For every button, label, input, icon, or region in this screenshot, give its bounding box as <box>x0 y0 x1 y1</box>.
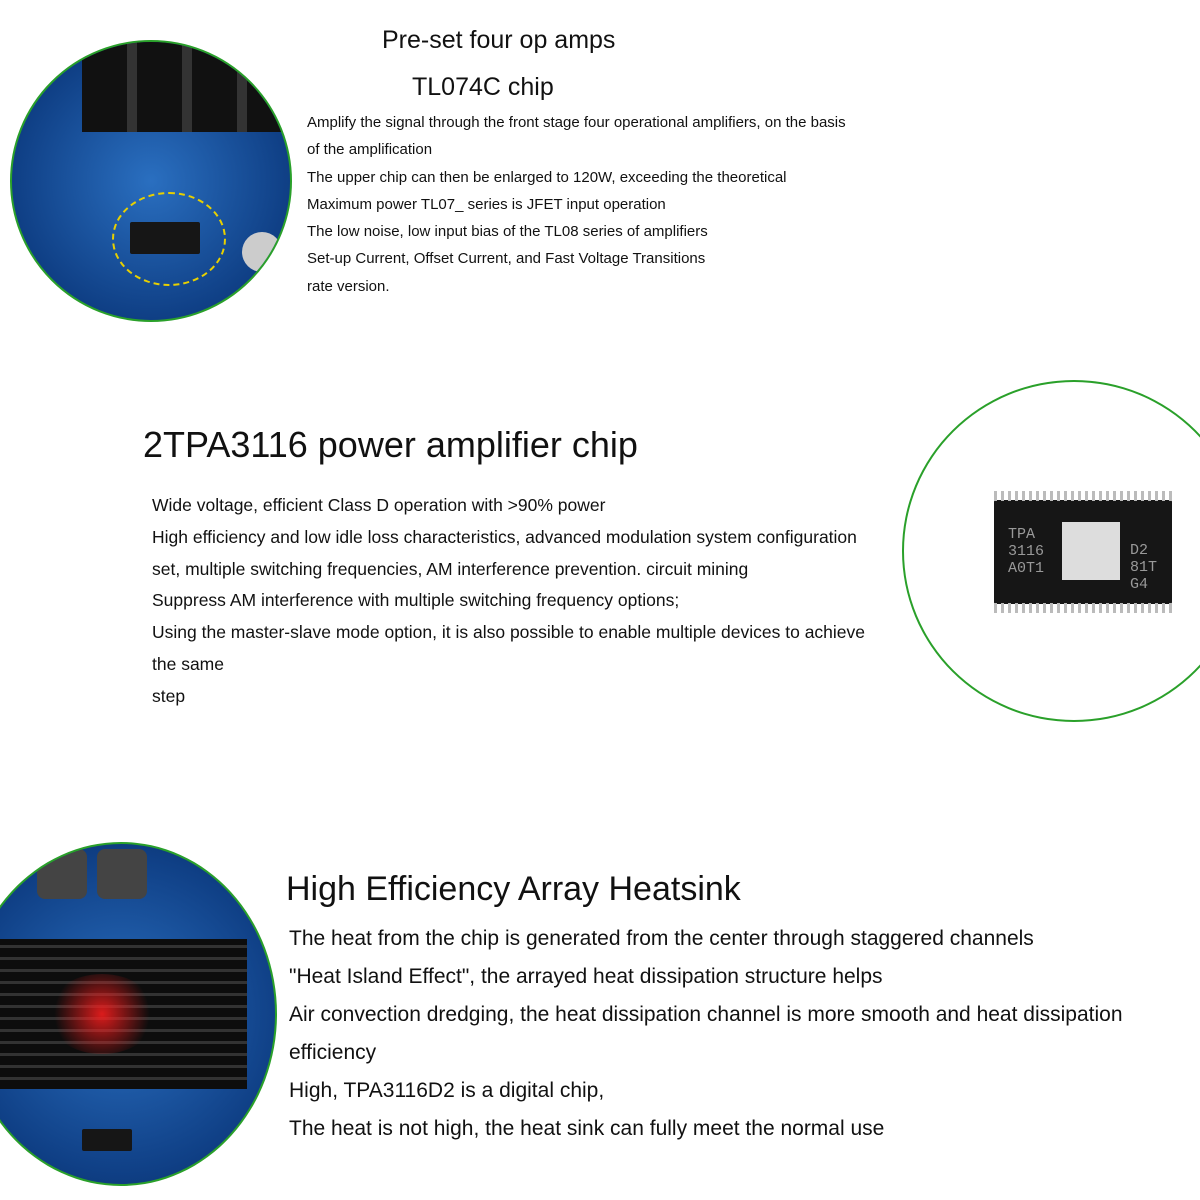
section3-title: High Efficiency Array Heatsink <box>286 870 741 908</box>
text-line: Using the master-slave mode option, it i… <box>152 622 866 643</box>
text-line: Set-up Current, Offset Current, and Fast… <box>307 250 706 268</box>
section2-body: Wide voltage, efficient Class D operatio… <box>152 490 865 713</box>
section1-body: Amplify the signal through the front sta… <box>307 109 846 300</box>
section2-title: 2TPA3116 power amplifier chip <box>143 424 638 465</box>
text-line: The upper chip can then be enlarged to 1… <box>307 168 787 186</box>
section3-body: The heat from the chip is generated from… <box>289 920 1123 1148</box>
text-line: High, TPA3116D2 is a digital chip, <box>289 1079 605 1102</box>
text-line: High efficiency and low idle loss charac… <box>152 526 857 547</box>
text-line: The low noise, low input bias of the TL0… <box>307 223 708 241</box>
text-line: set, multiple switching frequencies, AM … <box>152 558 749 579</box>
text-line: The heat from the chip is generated from… <box>289 927 1034 950</box>
text-line: Suppress AM interference with multiple s… <box>152 590 680 611</box>
tpa3116-chip-photo: TPA 3116 A0T1 D2 81T G4 <box>902 380 1200 722</box>
chip-marking: 3116 <box>1008 543 1045 560</box>
text-line: step <box>152 685 186 706</box>
chip-marking: G4 <box>1130 576 1149 593</box>
text-line: Wide voltage, efficient Class D operatio… <box>152 495 606 515</box>
text-line: Air convection dredging, the heat dissip… <box>289 1003 1123 1026</box>
text-line: efficiency <box>289 1041 377 1064</box>
chip-marking: A0T1 <box>1008 560 1045 577</box>
text-line: Amplify the signal through the front sta… <box>307 114 846 131</box>
tl074c-chip <box>130 222 200 254</box>
tl074c-board-photo <box>10 40 292 322</box>
text-line: rate version. <box>307 277 390 295</box>
text-line: The heat is not high, the heat sink can … <box>289 1117 885 1140</box>
section1-title: Pre-set four op amps <box>382 26 616 54</box>
text-line: Maximum power TL07_ series is JFET input… <box>307 195 666 213</box>
chip-marking: TPA <box>1008 526 1036 543</box>
text-line: of the amplification <box>307 141 433 159</box>
section1-subtitle: TL074C chip <box>412 73 554 101</box>
text-line: the same <box>152 653 224 674</box>
chip-marking: 81T <box>1130 559 1158 576</box>
text-line: "Heat Island Effect", the arrayed heat d… <box>289 965 883 988</box>
tpa3116-chip: TPA 3116 A0T1 D2 81T G4 <box>994 491 1172 613</box>
chip-marking: D2 <box>1130 542 1149 559</box>
heatsink-board-photo <box>0 842 277 1186</box>
